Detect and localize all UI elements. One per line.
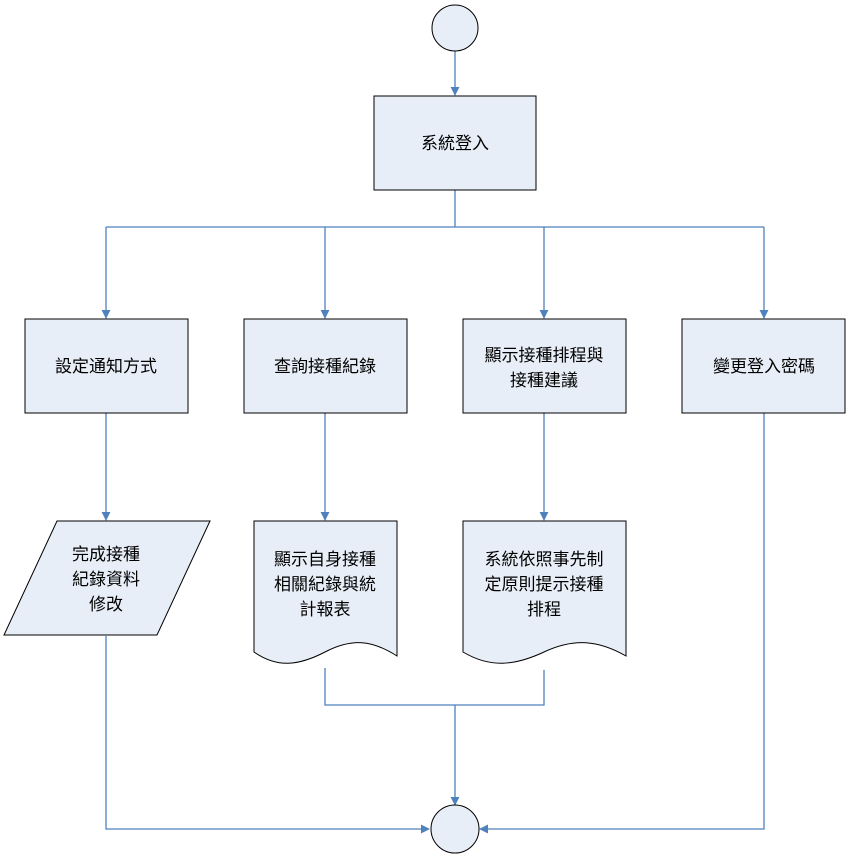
- query-label: 查詢接種紀錄: [274, 357, 376, 377]
- report-label-line-1: 顯示自身接種: [274, 550, 376, 570]
- modify-label-line-2: 紀錄資料: [72, 570, 140, 590]
- end-node: [430, 804, 480, 854]
- password-label: 變更登入密碼: [713, 357, 815, 377]
- modify-label-line-1: 完成接種: [72, 545, 140, 565]
- connector-report-rule-merge: [324, 668, 545, 805]
- notify-label: 設定通知方式: [55, 357, 157, 377]
- report-node: 顯示自身接種 相關紀錄與統 計報表: [253, 520, 398, 664]
- start-node: [431, 4, 479, 52]
- nodes: 系統登入 設定通知方式 查詢接種紀錄 顯示接種排程與 接種建議 變更登入密碼 完…: [3, 4, 846, 854]
- report-label-line-2: 相關紀錄與統: [274, 575, 376, 595]
- modify-label-line-3: 修改: [89, 595, 123, 615]
- rule-label-line-3: 排程: [527, 600, 561, 620]
- connectors: [101, 51, 769, 834]
- schedule-node: 顯示接種排程與 接種建議: [462, 318, 627, 414]
- report-label-line-3: 計報表: [300, 600, 351, 620]
- schedule-label-line-2: 接種建議: [510, 371, 578, 391]
- notify-node: 設定通知方式: [24, 318, 189, 414]
- rule-node: 系統依照事先制 定原則提示接種 排程: [462, 520, 627, 664]
- rule-label-line-2: 定原則提示接種: [485, 575, 604, 595]
- schedule-label-line-1: 顯示接種排程與: [485, 346, 604, 366]
- rule-label-line-1: 系統依照事先制: [485, 550, 604, 570]
- login-label: 系統登入: [421, 134, 489, 154]
- login-node: 系統登入: [373, 95, 537, 191]
- query-node: 查詢接種紀錄: [243, 318, 408, 414]
- connector-password-to-end: [479, 413, 765, 834]
- modify-node: 完成接種 紀錄資料 修改: [3, 520, 211, 636]
- connector-modify-to-end: [105, 636, 430, 834]
- password-node: 變更登入密碼: [681, 318, 846, 414]
- connector-login-to-branches: [106, 190, 764, 228]
